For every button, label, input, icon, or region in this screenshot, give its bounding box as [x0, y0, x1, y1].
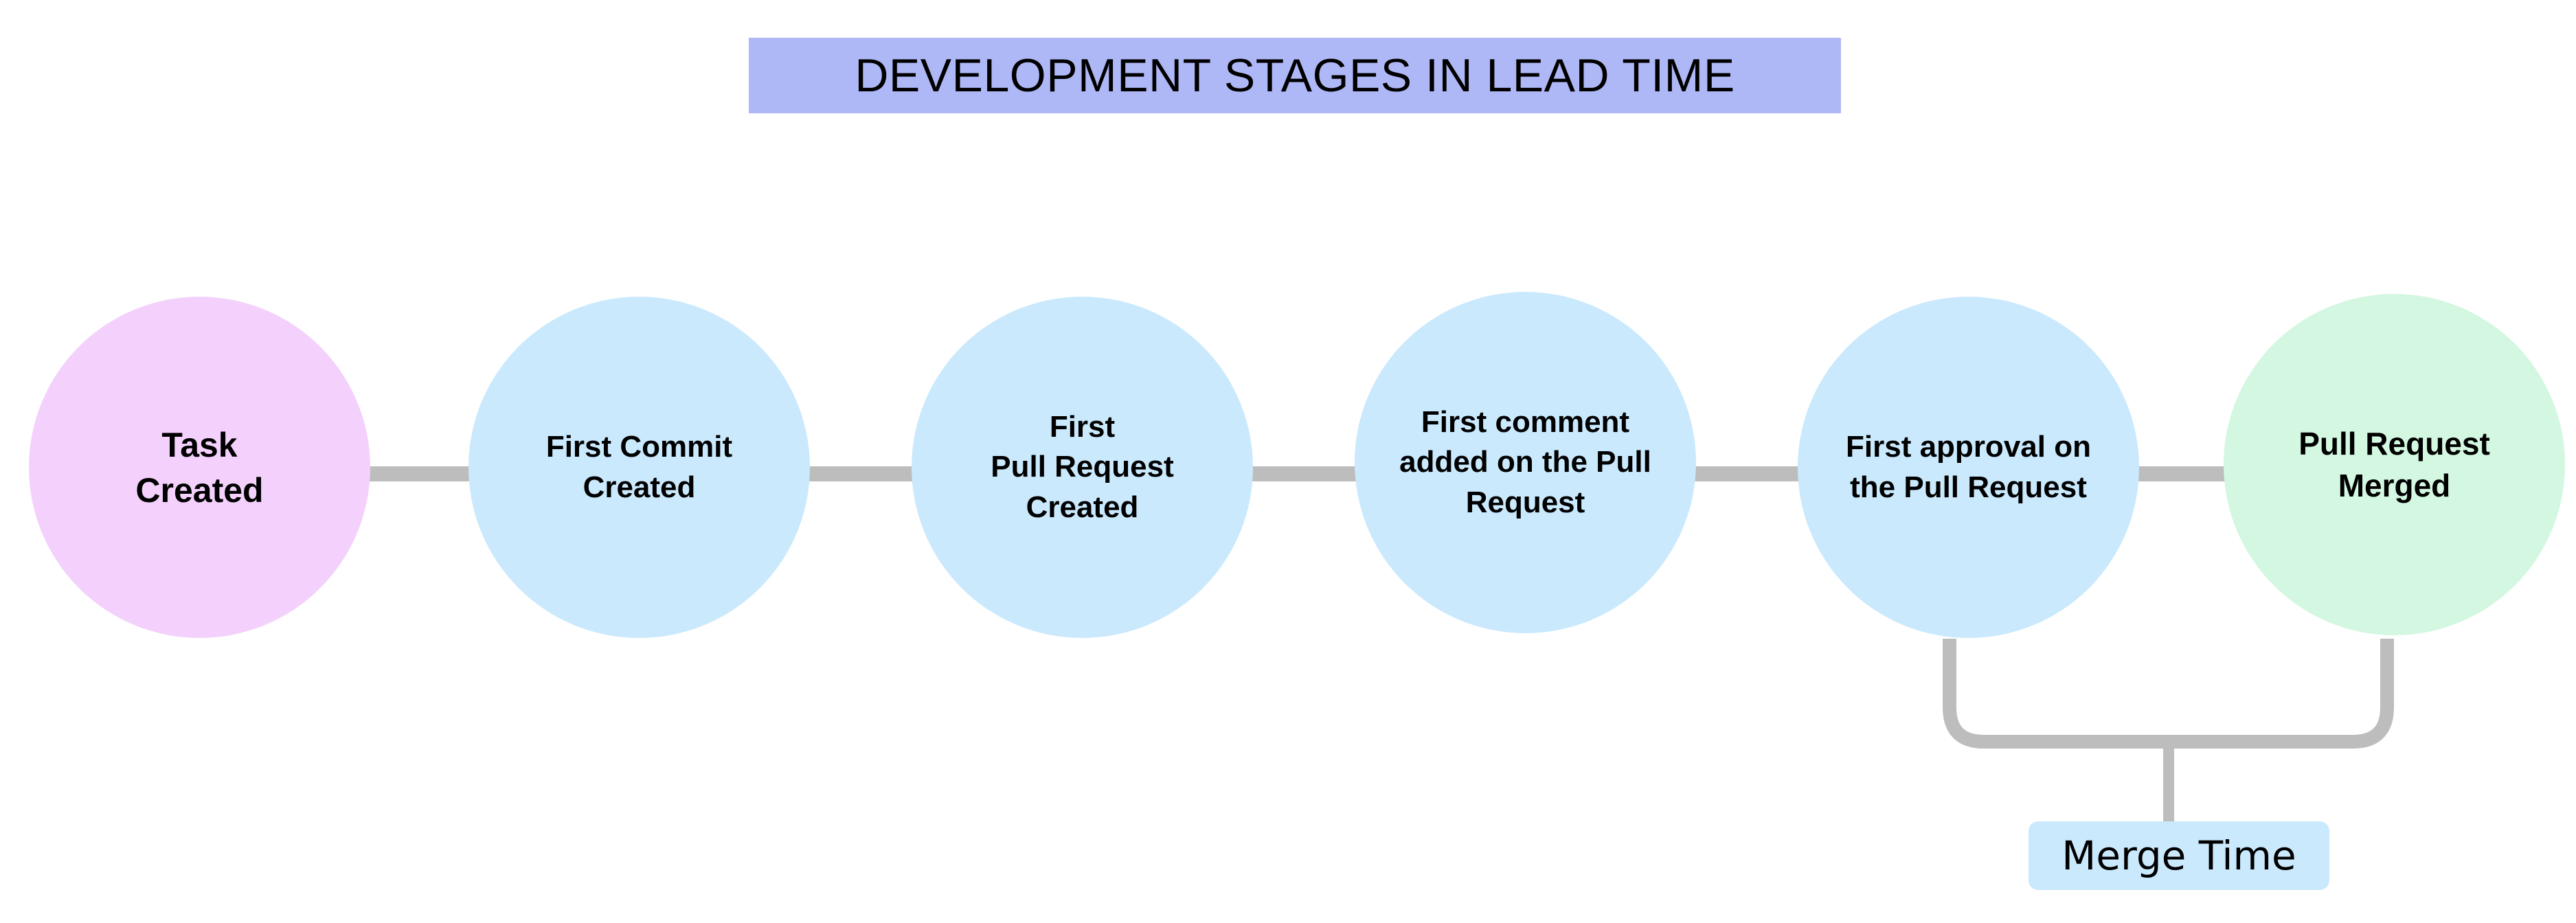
diagram-title-banner: DEVELOPMENT STAGES IN LEAD TIME: [749, 38, 1841, 113]
stage-node-first-commit-created[interactable]: First Commit Created: [468, 297, 810, 638]
page-title: DEVELOPMENT STAGES IN LEAD TIME: [855, 49, 1735, 102]
connector-3: [1230, 466, 1381, 481]
merge-time-badge[interactable]: Merge Time: [2029, 821, 2329, 890]
merge-time-label: Merge Time: [2061, 832, 2296, 879]
connector-5: [2102, 466, 2260, 481]
connector-2: [787, 466, 938, 481]
connector-4: [1673, 466, 1824, 481]
stage-node-first-comment-added[interactable]: First comment added on the Pull Request: [1355, 292, 1696, 633]
stage-label: Task Created: [135, 425, 264, 510]
connector-1: [343, 466, 495, 481]
stage-label: First Commit Created: [545, 430, 733, 504]
stage-label: Pull Request Merged: [2298, 425, 2490, 503]
stage-label: First approval on the Pull Request: [1846, 430, 2091, 504]
stage-node-first-approval[interactable]: First approval on the Pull Request: [1798, 297, 2139, 638]
stage-label: First Pull Request Created: [991, 410, 1174, 524]
stage-node-first-pull-request-created[interactable]: First Pull Request Created: [912, 297, 1253, 638]
stage-label: First comment added on the Pull Request: [1399, 405, 1651, 519]
stage-node-pull-request-merged[interactable]: Pull Request Merged: [2224, 294, 2565, 635]
stage-node-task-created[interactable]: Task Created: [29, 297, 370, 638]
